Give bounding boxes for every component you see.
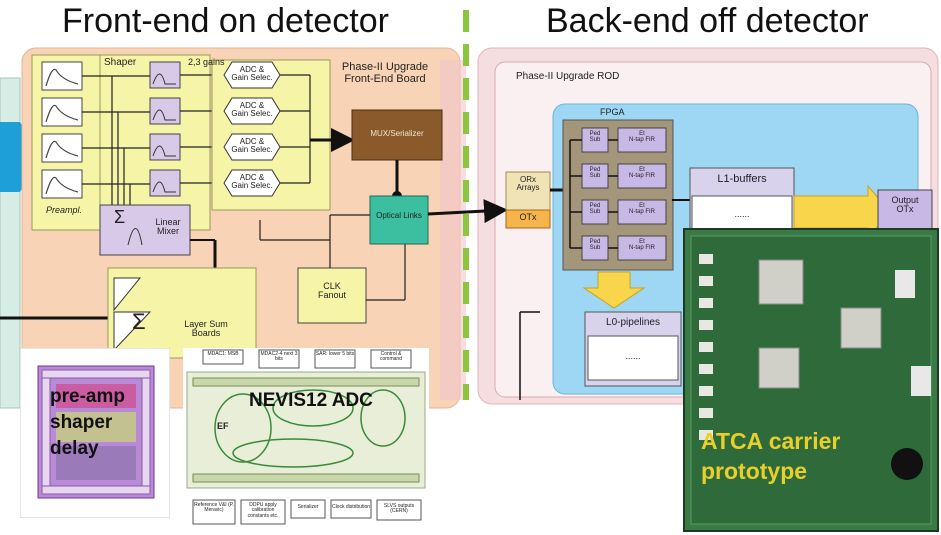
l0-dots: ......: [625, 351, 641, 361]
preamp-asic-image: [19, 347, 171, 519]
nevis-bottom-2: DDPU apply calibration constants etc.: [247, 502, 279, 519]
shaper-label: Shaper: [104, 57, 137, 68]
atca-carrier-photo: ATCA carrier prototype: [683, 228, 939, 532]
nevis-note-3: SAR: lower 5 bits: [315, 351, 355, 357]
nevis12-adc-title: NEVIS12 ADC: [249, 390, 373, 411]
atca-carrier-label: ATCA carrier prototype: [701, 428, 841, 484]
mixer-sigma: Σ: [114, 207, 126, 227]
mux-label: MUX/Serializer: [370, 129, 424, 138]
adc-label-4: ADC &Gain Selec.: [231, 173, 273, 191]
nevis-bottom-1: Reference V&I (P. Meravic): [194, 502, 234, 514]
mux-serializer-box: [351, 109, 443, 161]
adc-label-2: ADC &Gain Selec.: [231, 101, 273, 119]
nevis-note-1: MDAC1: MSB: [207, 351, 239, 357]
l1-dots: ......: [734, 209, 750, 219]
optical-links-label: Optical Links: [376, 211, 422, 220]
rod-title: Phase-II Upgrade ROD: [516, 71, 620, 82]
preampl-label: Preampl.: [46, 205, 83, 215]
atca-board-image: [685, 230, 937, 530]
adc-label-1: ADC &Gain Selec.: [231, 65, 273, 83]
otx-box: [505, 209, 551, 229]
nevis-note-4: Control & command: [380, 351, 402, 363]
clk-fanout-box: [297, 267, 367, 324]
linear-mixer-box: [99, 204, 191, 256]
nevis-bottom-5: SLVS outputs (CERN): [383, 503, 415, 515]
nevis12-adc-image: [186, 349, 426, 525]
optical-links-box: [369, 195, 429, 245]
back-end-title: Back-end off detector: [546, 2, 869, 40]
front-end-board-title: Phase-II Upgrade Front-End Board: [341, 61, 429, 85]
l1-buffers-label: L1-buffers: [717, 173, 767, 185]
fpga-label: FPGA: [600, 107, 625, 117]
otx-label: OTx: [519, 212, 537, 222]
nevis-bottom-4: Clock distribution: [331, 504, 371, 510]
nevis12-adc-panel: MDAC1: MSB MDAC2-4 next 3 bits SAR: lowe…: [183, 348, 429, 528]
nevis-ef-label: EF: [217, 421, 229, 431]
nevis-bottom-3: Serializer: [297, 504, 319, 510]
nevis-note-2: MDAC2-4 next 3 bits: [260, 351, 298, 363]
preamp-asic-labels: pre-amp shaper delay: [50, 386, 125, 459]
preamp-asic-panel: pre-amp shaper delay: [19, 347, 171, 519]
adc-label-3: ADC &Gain Selec.: [231, 137, 273, 155]
front-end-title: Front-end on detector: [62, 2, 389, 40]
gains-label: 2,3 gains: [188, 57, 225, 67]
l0-pipelines-label: L0-pipelines: [606, 317, 660, 328]
layer-sum-sigma: Σ: [132, 309, 146, 334]
